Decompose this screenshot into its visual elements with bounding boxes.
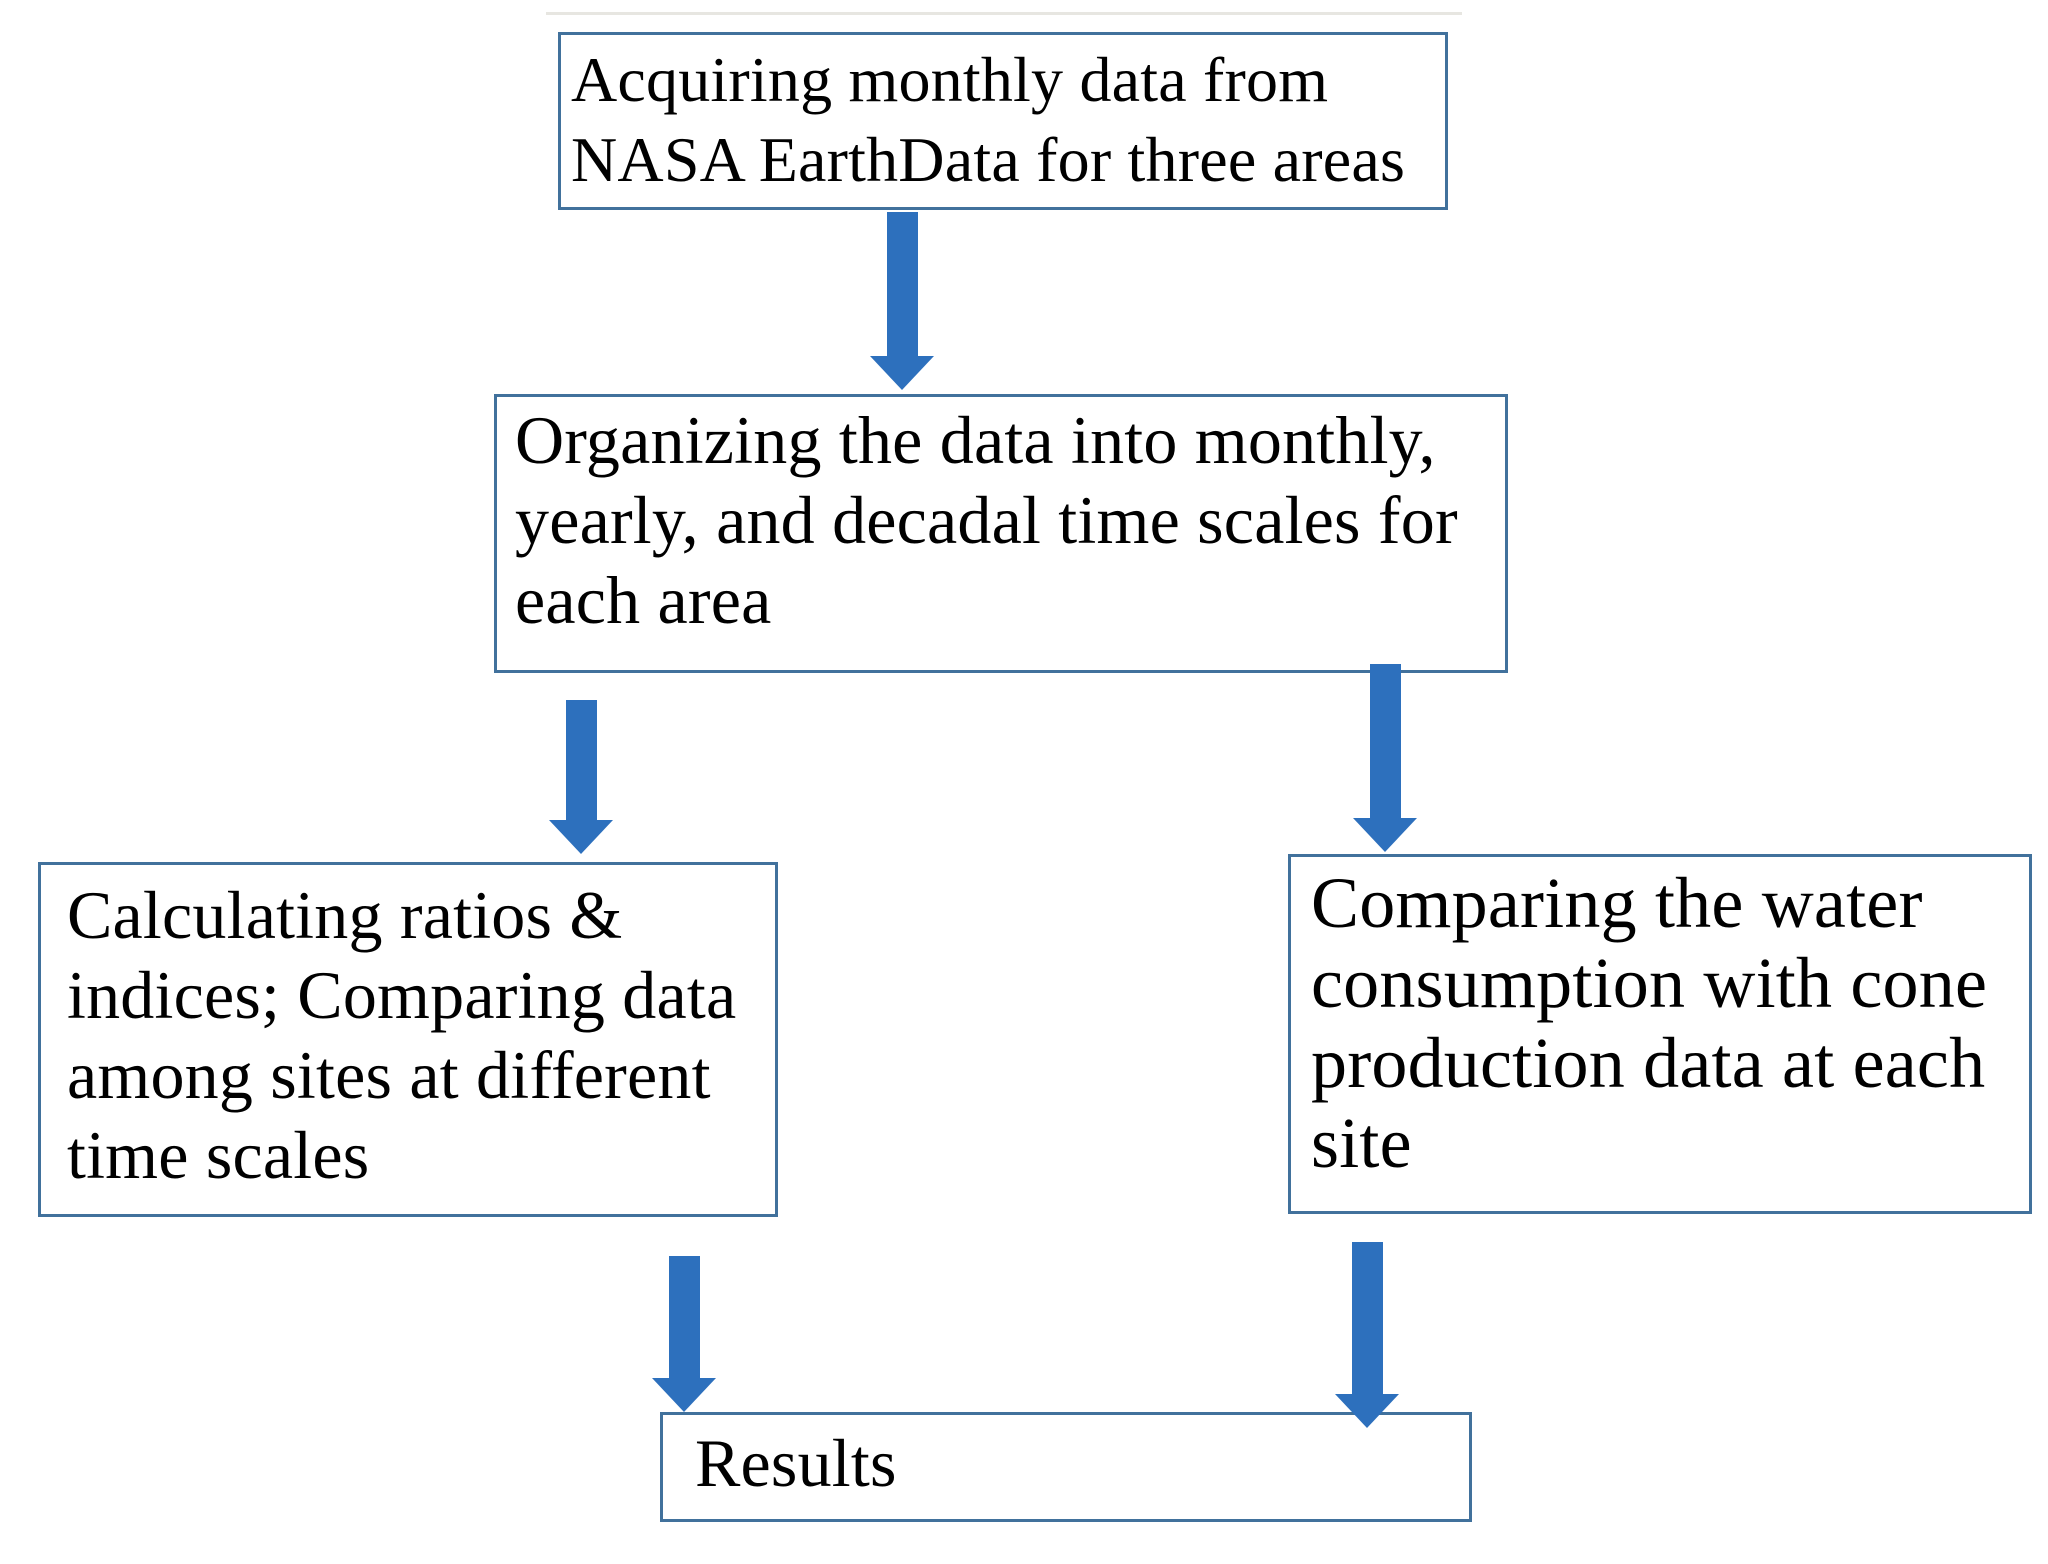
flow-node-label: Results [695, 1425, 897, 1501]
arrow-shaft [565, 700, 597, 820]
arrow-shaft [668, 1256, 700, 1378]
arrowhead-down-icon [652, 1378, 716, 1412]
flow-node-acquire: Acquiring monthly data from NASA EarthDa… [558, 32, 1448, 210]
flow-node-label: Organizing the data into monthly, yearly… [515, 402, 1458, 638]
arrow-shaft [886, 212, 918, 356]
arrowhead-down-icon [549, 820, 613, 854]
arrowhead-down-icon [1353, 818, 1417, 852]
flow-node-label: Acquiring monthly data from NASA EarthDa… [571, 44, 1406, 195]
artifact-line [546, 12, 1462, 15]
arrow-shaft [1351, 1242, 1383, 1394]
flow-node-label: Calculating ratios & indices; Comparing … [67, 877, 737, 1193]
flow-node-organize: Organizing the data into monthly, yearly… [494, 394, 1508, 673]
flow-node-results: Results [660, 1412, 1472, 1522]
flow-node-calculate: Calculating ratios & indices; Comparing … [38, 862, 778, 1217]
arrowhead-down-icon [1335, 1394, 1399, 1428]
flow-arrow-calculate-to-results [652, 1256, 716, 1412]
flow-arrow-acquire-to-organize [870, 212, 934, 390]
arrowhead-down-icon [870, 356, 934, 390]
flow-arrow-compare-to-results [1335, 1242, 1399, 1428]
flow-node-compare: Comparing the water consumption with con… [1288, 854, 2032, 1214]
flow-arrow-organize-to-compare [1353, 664, 1417, 852]
arrow-shaft [1369, 664, 1401, 818]
flow-node-label: Comparing the water consumption with con… [1311, 863, 1988, 1183]
flow-arrow-organize-to-calculate [549, 700, 613, 854]
